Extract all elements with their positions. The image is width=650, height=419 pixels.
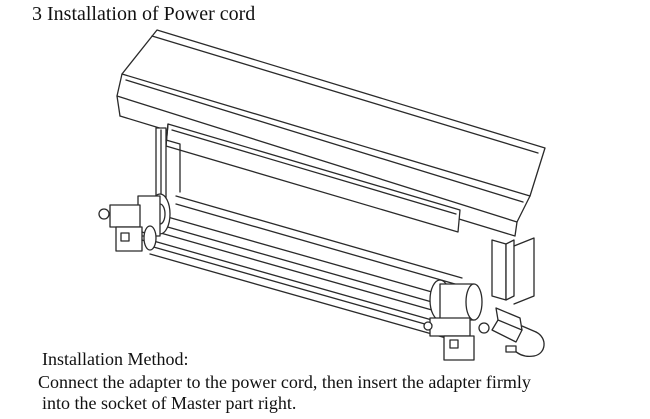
installation-method-text: Connect the adapter to the power cord, t… xyxy=(38,372,638,414)
section-title: 3 Installation of Power cord xyxy=(32,3,256,25)
take-up-rollers xyxy=(149,195,463,339)
method-line-2: into the socket of Master part right. xyxy=(42,393,297,413)
power-adapter xyxy=(491,307,545,358)
installation-method-title: Installation Method: xyxy=(42,349,189,369)
method-line-1: Connect the adapter to the power cord, t… xyxy=(38,372,531,392)
right-drive-unit xyxy=(423,279,490,361)
printer-top-cover xyxy=(116,29,546,237)
left-roller-assembly xyxy=(98,193,171,252)
printer-right-leg xyxy=(491,237,535,305)
printer-left-leg xyxy=(155,127,181,209)
printer-front-panel xyxy=(165,123,461,233)
